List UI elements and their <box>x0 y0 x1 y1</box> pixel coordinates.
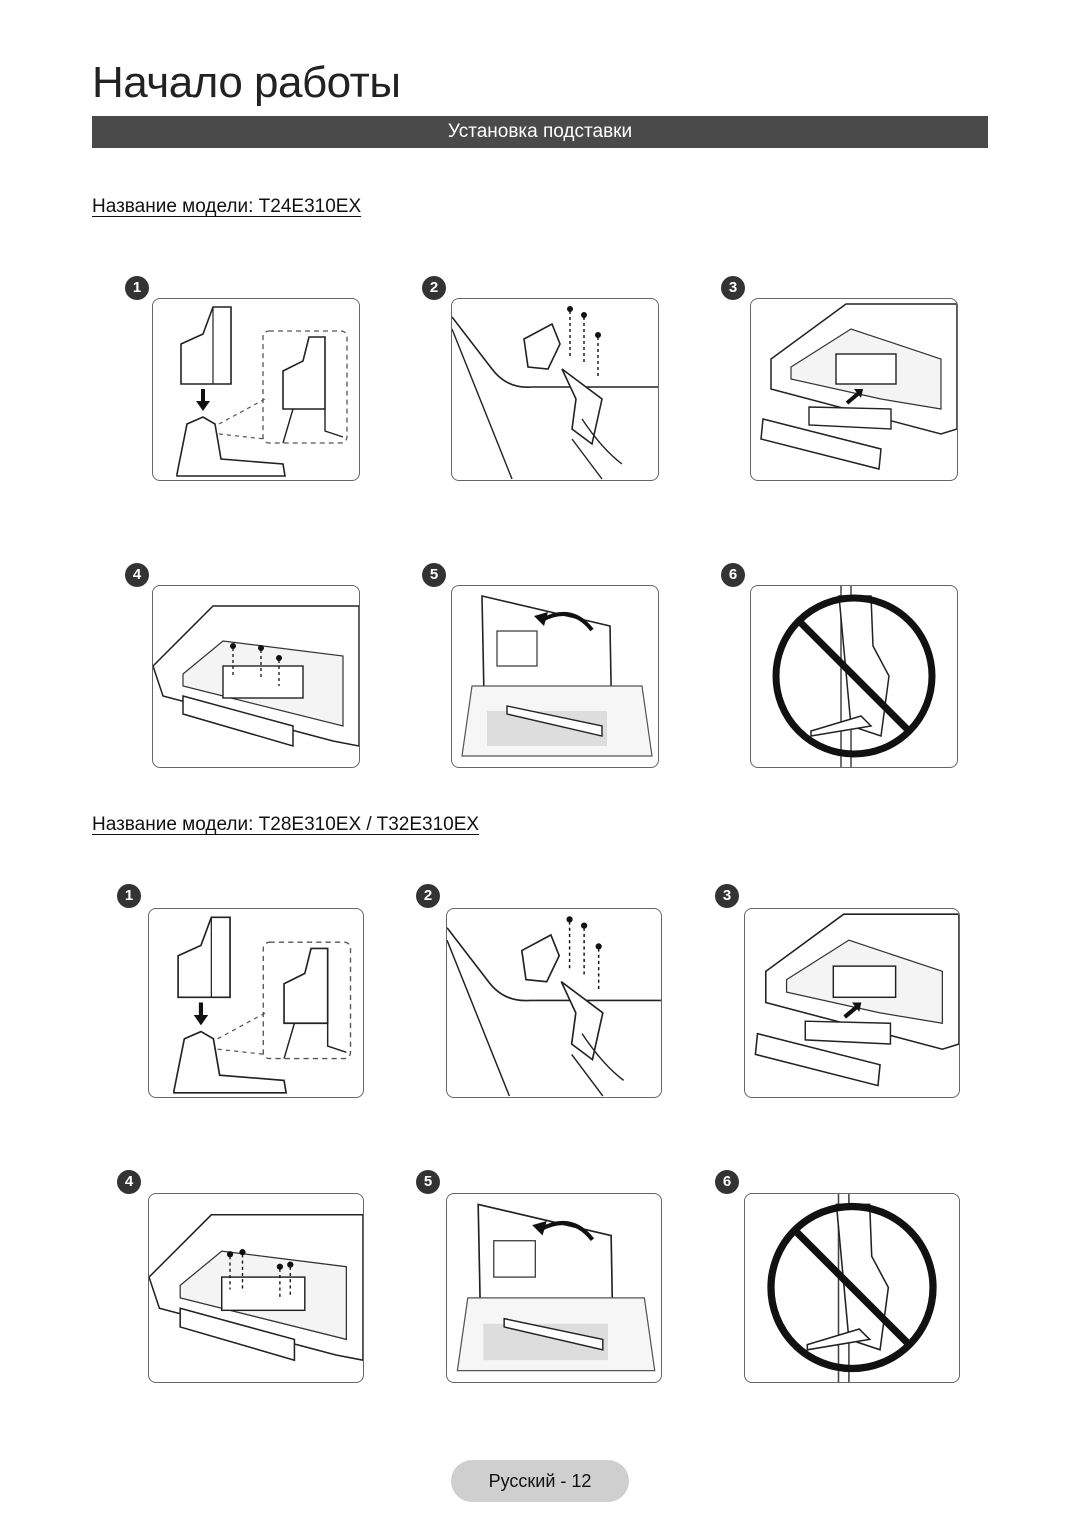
step-4-illustration <box>152 585 360 768</box>
prohibition-icon <box>772 586 936 767</box>
step-6-warning-illustration <box>750 585 958 768</box>
step-number-badge: 6 <box>715 1170 739 1194</box>
page-title: Начало работы <box>92 58 401 107</box>
step-6-warning-illustration <box>744 1193 960 1383</box>
step-5-illustration <box>451 585 659 768</box>
stand-neck-insert-illustration <box>176 306 348 477</box>
step-2-illustration <box>446 908 662 1098</box>
step-number-badge: 6 <box>721 563 745 587</box>
screw-neck-illustration <box>447 916 661 1097</box>
step-2-illustration <box>451 298 659 481</box>
step-number-badge: 1 <box>117 884 141 908</box>
step-number-badge: 5 <box>416 1170 440 1194</box>
step-1-illustration <box>152 298 360 481</box>
page-number-badge: Русский - 12 <box>451 1460 629 1502</box>
screw-stand-to-tv-illustration <box>149 1213 363 1362</box>
prohibition-icon <box>767 1194 937 1382</box>
model-heading-t24: Название модели: T24E310EX <box>92 196 362 217</box>
step-number-badge: 4 <box>125 563 149 587</box>
step-number-badge: 1 <box>125 276 149 300</box>
step-number-badge: 2 <box>416 884 440 908</box>
step-number-badge: 3 <box>715 884 739 908</box>
lift-tv-upright-illustration <box>456 1203 656 1372</box>
step-number-badge: 5 <box>422 563 446 587</box>
attach-stand-to-tv-illustration <box>760 303 957 470</box>
step-3-illustration <box>750 298 958 481</box>
step-number-badge: 4 <box>117 1170 141 1194</box>
step-4-illustration <box>148 1193 364 1383</box>
screw-stand-to-tv-illustration <box>153 605 359 747</box>
model-heading-t28-t32: Название модели: T28E310EX / T32E310EX <box>92 814 480 835</box>
step-5-illustration <box>446 1193 662 1383</box>
lift-tv-upright-illustration <box>461 594 653 757</box>
step-number-badge: 2 <box>422 276 446 300</box>
attach-stand-to-tv-illustration <box>754 913 959 1087</box>
screw-neck-illustration <box>452 306 658 480</box>
step-1-illustration <box>148 908 364 1098</box>
stand-neck-insert-illustration <box>173 916 352 1094</box>
section-title-bar: Установка подставки <box>92 116 988 148</box>
step-3-illustration <box>744 908 960 1098</box>
step-number-badge: 3 <box>721 276 745 300</box>
